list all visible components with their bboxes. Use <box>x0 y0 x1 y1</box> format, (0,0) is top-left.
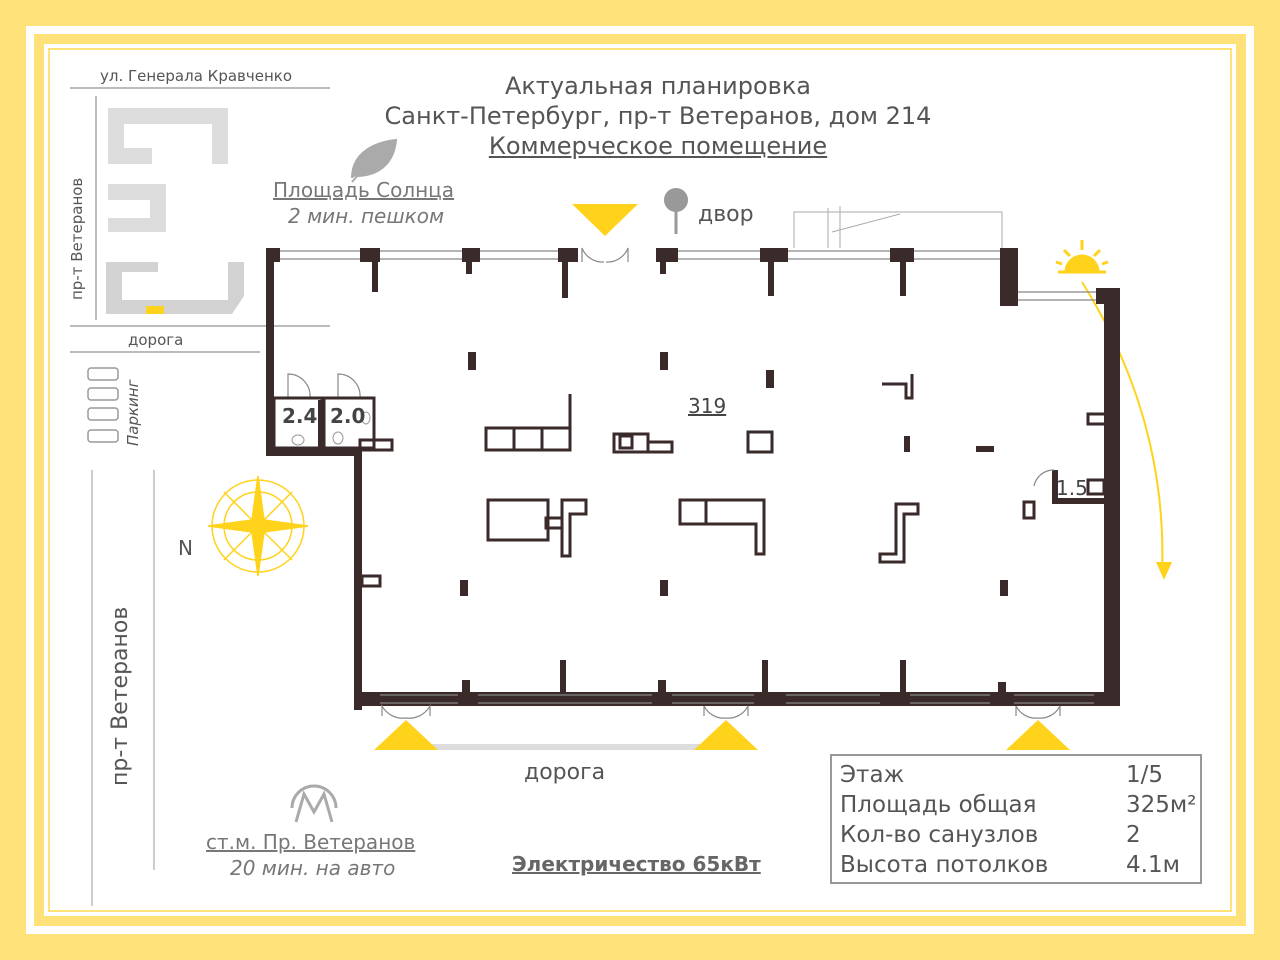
building-block-2 <box>108 184 166 232</box>
frame-border <box>34 34 1246 926</box>
sun-path <box>1081 281 1164 575</box>
info-ceiling-value: 4.1м <box>1126 852 1180 878</box>
metro-name: ст.м. Пр. Ветеранов <box>206 830 416 854</box>
metro-icon <box>290 784 338 823</box>
info-floor-value: 1/5 <box>1126 762 1164 788</box>
street-top-label: ул. Генерала Кравченко <box>100 67 293 85</box>
pin-icon <box>664 188 688 234</box>
info-area-label: Площадь общая <box>840 792 1037 818</box>
staircase <box>793 206 1003 248</box>
walls <box>266 248 1120 710</box>
room-wc1-area: 2.4 <box>282 404 318 428</box>
building-block-1 <box>108 108 228 164</box>
leaf-icon <box>351 138 398 183</box>
sun-icon <box>1055 240 1109 274</box>
info-floor-label: Этаж <box>840 762 905 788</box>
info-table: Этаж 1/5 Площадь общая 325м² Кол-во сану… <box>830 754 1202 884</box>
entrance-marker-top <box>572 204 638 236</box>
frame-line <box>48 48 1232 912</box>
road-small-label: дорога <box>128 331 184 349</box>
info-ceiling-label: Высота потолков <box>840 852 1049 878</box>
north-label: N <box>178 536 193 560</box>
entrance-marker-bottom-right <box>1006 720 1070 750</box>
entrance-marker-bottom-left <box>374 720 438 750</box>
metro-time: 20 мин. на авто <box>230 856 396 880</box>
windows-top <box>280 250 1096 301</box>
room-wc3-area: 1.5 <box>1056 476 1088 500</box>
entrance-marker-bottom-mid <box>694 720 758 750</box>
info-wc-value: 2 <box>1126 822 1141 848</box>
wc-partitions <box>272 396 1108 588</box>
compass-icon <box>207 475 309 577</box>
page-frame <box>26 26 1254 934</box>
interior-partitions <box>484 374 920 564</box>
road-big-label: дорога <box>524 760 606 785</box>
windows-bottom <box>380 694 1094 704</box>
yard-label: двор <box>698 202 754 227</box>
park-time: 2 мин. пешком <box>288 204 445 228</box>
doors <box>287 247 1061 719</box>
room-wc2-area: 2.0 <box>330 404 366 428</box>
building-block-3 <box>106 262 244 314</box>
info-wc-label: Кол-во санузлов <box>840 822 1039 848</box>
parking-cars <box>87 367 119 443</box>
parking-label: Паркинг <box>124 379 142 447</box>
street-left-small-label: пр-т Ветеранов <box>68 177 86 300</box>
park-name: Площадь Солнца <box>273 178 455 202</box>
road-stripe <box>400 744 700 750</box>
header-title: Актуальная планировка <box>504 72 812 100</box>
street-left-big-label: пр-т Ветеранов <box>108 606 133 786</box>
header-subtitle: Коммерческое помещение <box>330 132 986 160</box>
header-address: Санкт-Петербург, пр-т Ветеранов, дом 214 <box>384 102 932 130</box>
info-area-value: 325м² <box>1126 792 1197 818</box>
room-main-area: 319 <box>688 394 727 418</box>
building-marker <box>146 306 164 314</box>
site-map <box>70 87 330 353</box>
wc-fixtures <box>291 411 371 446</box>
header-subtitle-text: Коммерческое помещение <box>488 132 828 160</box>
electricity-label: Электричество 65кВт <box>512 852 761 876</box>
